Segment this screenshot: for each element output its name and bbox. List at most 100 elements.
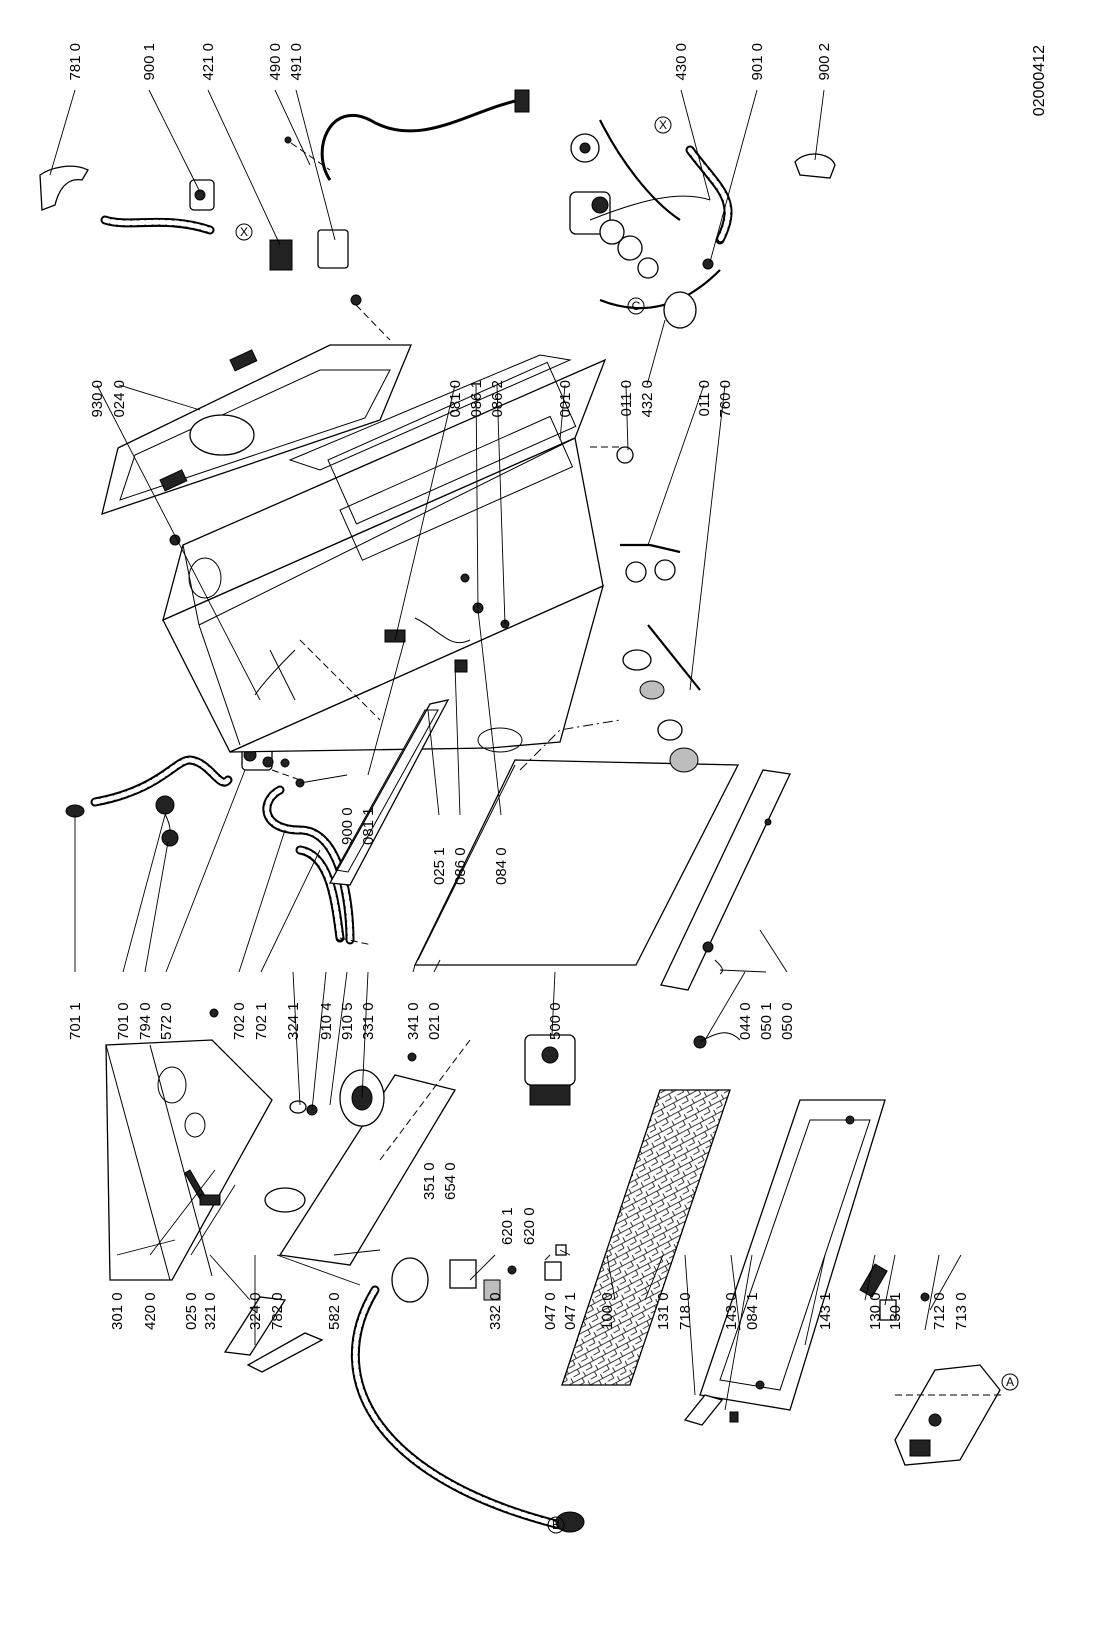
part-label: 900 0 — [339, 807, 356, 845]
inlet-hose-drawing — [65, 739, 305, 847]
part-label: 047 1 — [562, 1292, 579, 1330]
control-panel-drawing — [105, 1008, 273, 1281]
leader-line — [274, 89, 311, 166]
part-label: 021 0 — [426, 1002, 443, 1040]
leader-line — [260, 849, 321, 973]
part-label: 131 0 — [655, 1292, 672, 1330]
part-label: 086 0 — [452, 847, 469, 885]
part-label: 910 4 — [318, 1002, 335, 1040]
leader-line — [165, 769, 246, 973]
part-label: 702 0 — [231, 1002, 248, 1040]
part-label: 930 0 — [89, 380, 106, 418]
leader-line — [646, 319, 666, 386]
part-label: 011 0 — [696, 380, 713, 416]
part-label: 900 2 — [816, 43, 833, 81]
fill-hose-drawing — [39, 153, 836, 235]
leader-line — [644, 1254, 664, 1301]
part-label: 143 0 — [723, 1292, 740, 1330]
leader-line — [427, 709, 440, 816]
top-panel-drawing — [101, 136, 412, 546]
part-label: 086 1 — [468, 380, 485, 418]
part-label: 490 0 — [267, 43, 284, 81]
leader-line — [311, 971, 327, 1111]
part-label: 044 0 — [737, 1002, 754, 1040]
timer-motor-drawing — [524, 1034, 576, 1106]
leader-line — [544, 1254, 551, 1261]
callout-c: C — [627, 297, 645, 315]
leader-line — [295, 89, 336, 241]
door-handle-drawing — [859, 1263, 1001, 1466]
leader-line — [116, 1239, 176, 1256]
leader-line — [333, 1249, 381, 1256]
leader-line — [454, 664, 461, 816]
program-switch-drawing — [264, 1052, 501, 1303]
svg-text:X: X — [659, 118, 667, 132]
part-label: 432 0 — [639, 380, 656, 418]
leader-line — [118, 384, 201, 411]
part-label: 100 0 — [599, 1292, 616, 1330]
leader-line — [412, 964, 416, 973]
leader-line — [704, 971, 746, 1041]
leader-line — [647, 384, 705, 546]
leader-line — [864, 1254, 876, 1301]
leader-line — [49, 89, 76, 176]
part-label: 050 0 — [779, 1002, 796, 1040]
part-label: 620 1 — [499, 1207, 516, 1245]
part-label: 084 1 — [744, 1292, 761, 1330]
drawing-layer — [39, 89, 1005, 1533]
leader-line — [394, 384, 456, 641]
leader-line — [625, 384, 629, 451]
leader-line — [209, 1254, 251, 1301]
part-label: 701 1 — [67, 1002, 84, 1040]
part-label: 084 0 — [493, 847, 510, 885]
leader-line — [149, 1169, 216, 1256]
part-label: 900 1 — [141, 43, 158, 81]
leader-line — [276, 1254, 361, 1286]
part-label: 143 1 — [817, 1292, 834, 1330]
drain-hoses-drawing — [262, 785, 373, 946]
part-label: 582 0 — [326, 1292, 343, 1330]
leader-line — [367, 637, 406, 776]
part-label: 351 0 — [421, 1162, 438, 1200]
leader-line — [680, 89, 711, 201]
part-label: 130 1 — [887, 1292, 904, 1330]
svg-text:C: C — [632, 299, 641, 313]
leader-line — [689, 384, 726, 691]
cabinet-drawing — [162, 354, 607, 753]
leader-line — [606, 1254, 616, 1301]
mains-cable-drawing — [189, 89, 530, 271]
part-label: 654 0 — [442, 1162, 459, 1200]
feet-drawing — [616, 446, 701, 773]
part-label: 130 0 — [867, 1292, 884, 1330]
part-label: 701 0 — [115, 1002, 132, 1040]
leader-line — [299, 774, 348, 784]
part-label: 321 0 — [202, 1292, 219, 1330]
leader-line — [148, 89, 201, 193]
part-label: 081 0 — [447, 380, 464, 418]
side-rail-drawing — [328, 699, 450, 886]
part-label: 794 0 — [137, 1002, 154, 1040]
leader-line — [477, 609, 502, 816]
callout-b: B — [547, 1516, 565, 1534]
callout-x-pump: X — [654, 116, 672, 134]
part-label: 025 1 — [431, 847, 448, 885]
part-label: 024 0 — [111, 380, 128, 418]
svg-text:A: A — [1006, 1375, 1014, 1389]
part-label: 050 1 — [758, 1002, 775, 1040]
part-label: 081 1 — [360, 807, 377, 845]
part-label: 421 0 — [200, 43, 217, 81]
leader-line — [759, 929, 788, 973]
leader-line — [924, 1254, 940, 1331]
part-label: 011 0 — [618, 380, 635, 416]
leader-line — [96, 384, 261, 701]
part-label: 301 0 — [109, 1292, 126, 1330]
inner-door-drawing — [561, 1089, 731, 1386]
svg-text:B: B — [552, 1518, 560, 1532]
svg-text:X: X — [240, 225, 248, 239]
part-label: 331 0 — [360, 1002, 377, 1040]
leader-line — [122, 814, 166, 973]
leader-line — [559, 384, 566, 441]
leader-line — [719, 969, 767, 973]
leader-line — [329, 971, 348, 1106]
part-label: 324 1 — [285, 1002, 302, 1040]
